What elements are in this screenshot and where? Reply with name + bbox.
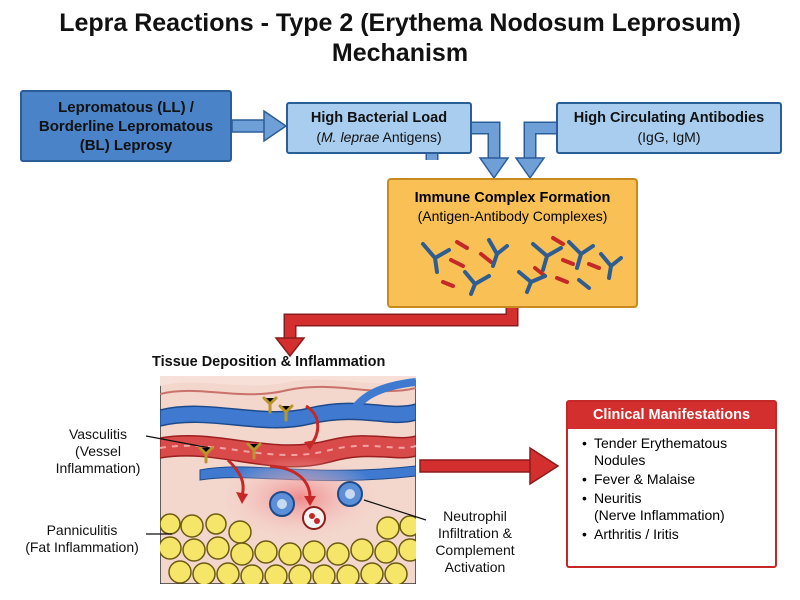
vasculitis-line-2: (Vessel: [75, 443, 121, 459]
antibodies-box: High Circulating Antibodies (IgG, IgM): [556, 102, 782, 154]
bacterial-load-subtitle: (M. leprae Antigens): [316, 129, 442, 145]
panniculitis-line-2: (Fat Inflammation): [25, 539, 139, 555]
antibodies-subtitle: (IgG, IgM): [637, 129, 701, 145]
clinical-item-line: (Nerve Inflammation): [594, 507, 725, 523]
clinical-item-line: Nodules: [594, 452, 646, 468]
immune-complex-box: Immune Complex Formation (Antigen-Antibo…: [387, 178, 638, 308]
bacterial-load-title: High Bacterial Load: [310, 110, 448, 126]
lepromatous-leprosy-box: Lepromatous (LL) / Borderline Lepromatou…: [20, 90, 232, 162]
bacterial-load-box: High Bacterial Load (M. leprae Antigens): [286, 102, 472, 154]
clinical-item: Tender Erythematous Nodules: [582, 435, 769, 469]
page-title: Lepra Reactions - Type 2 (Erythema Nodos…: [0, 8, 800, 68]
tissue-cross-section-illustration: [160, 376, 416, 584]
neutrophil-line-2: Infiltration &: [438, 525, 512, 541]
clinical-manifestations-box: Clinical Manifestations Tender Erythemat…: [566, 400, 777, 568]
clinical-item: Fever & Malaise: [582, 471, 769, 488]
arrow-immune-to-tissue: [274, 308, 519, 358]
clinical-item-line: Neuritis: [594, 490, 642, 506]
neutrophil-label: Neutrophil Infiltration & Complement Act…: [420, 508, 530, 576]
title-line-2: Mechanism: [331, 39, 469, 67]
neutrophil-line-1: Neutrophil: [443, 508, 507, 524]
clinical-list: Tender Erythematous Nodules Fever & Mala…: [568, 435, 775, 543]
title-line-1: Lepra Reactions - Type 2 (Erythema Nodos…: [59, 9, 741, 37]
clinical-item-line: Fever & Malaise: [594, 471, 696, 487]
immune-complex-subtitle: (Antigen-Antibody Complexes): [417, 208, 608, 224]
panniculitis-label: Panniculitis (Fat Inflammation): [18, 522, 146, 556]
arrow-tissue-to-clinical: [419, 446, 560, 486]
lepromatous-line-2: Borderline Lepromatous: [38, 117, 214, 135]
lepromatous-line-1: Lepromatous (LL) /: [58, 98, 194, 116]
clinical-item-line: Arthritis / Iritis: [594, 526, 679, 542]
clinical-item: Arthritis / Iritis: [582, 526, 769, 543]
arrow-lepromatous-to-bacterial: [231, 109, 288, 143]
panniculitis-line-1: Panniculitis: [46, 522, 118, 538]
immune-complex-title: Immune Complex Formation: [414, 190, 611, 206]
lepromatous-line-3: (BL) Leprosy: [79, 136, 173, 154]
neutrophil-line-4: Activation: [444, 559, 506, 575]
arrow-antibodies-to-immune: [514, 121, 558, 180]
antibodies-title: High Circulating Antibodies: [573, 110, 765, 126]
vasculitis-line-3: Inflammation): [55, 460, 141, 476]
clinical-item: Neuritis (Nerve Inflammation): [582, 490, 769, 524]
immune-complex-illustration: [421, 236, 623, 296]
neutrophil-line-3: Complement: [435, 542, 515, 558]
m-leprae-text: M. leprae: [321, 129, 380, 145]
vasculitis-label: Vasculitis (Vessel Inflammation): [48, 426, 148, 477]
clinical-manifestations-header: Clinical Manifestations: [568, 402, 775, 429]
tissue-deposition-title: Tissue Deposition & Inflammation: [152, 354, 386, 370]
vasculitis-line-1: Vasculitis: [68, 426, 128, 442]
clinical-item-line: Tender Erythematous: [594, 435, 728, 451]
